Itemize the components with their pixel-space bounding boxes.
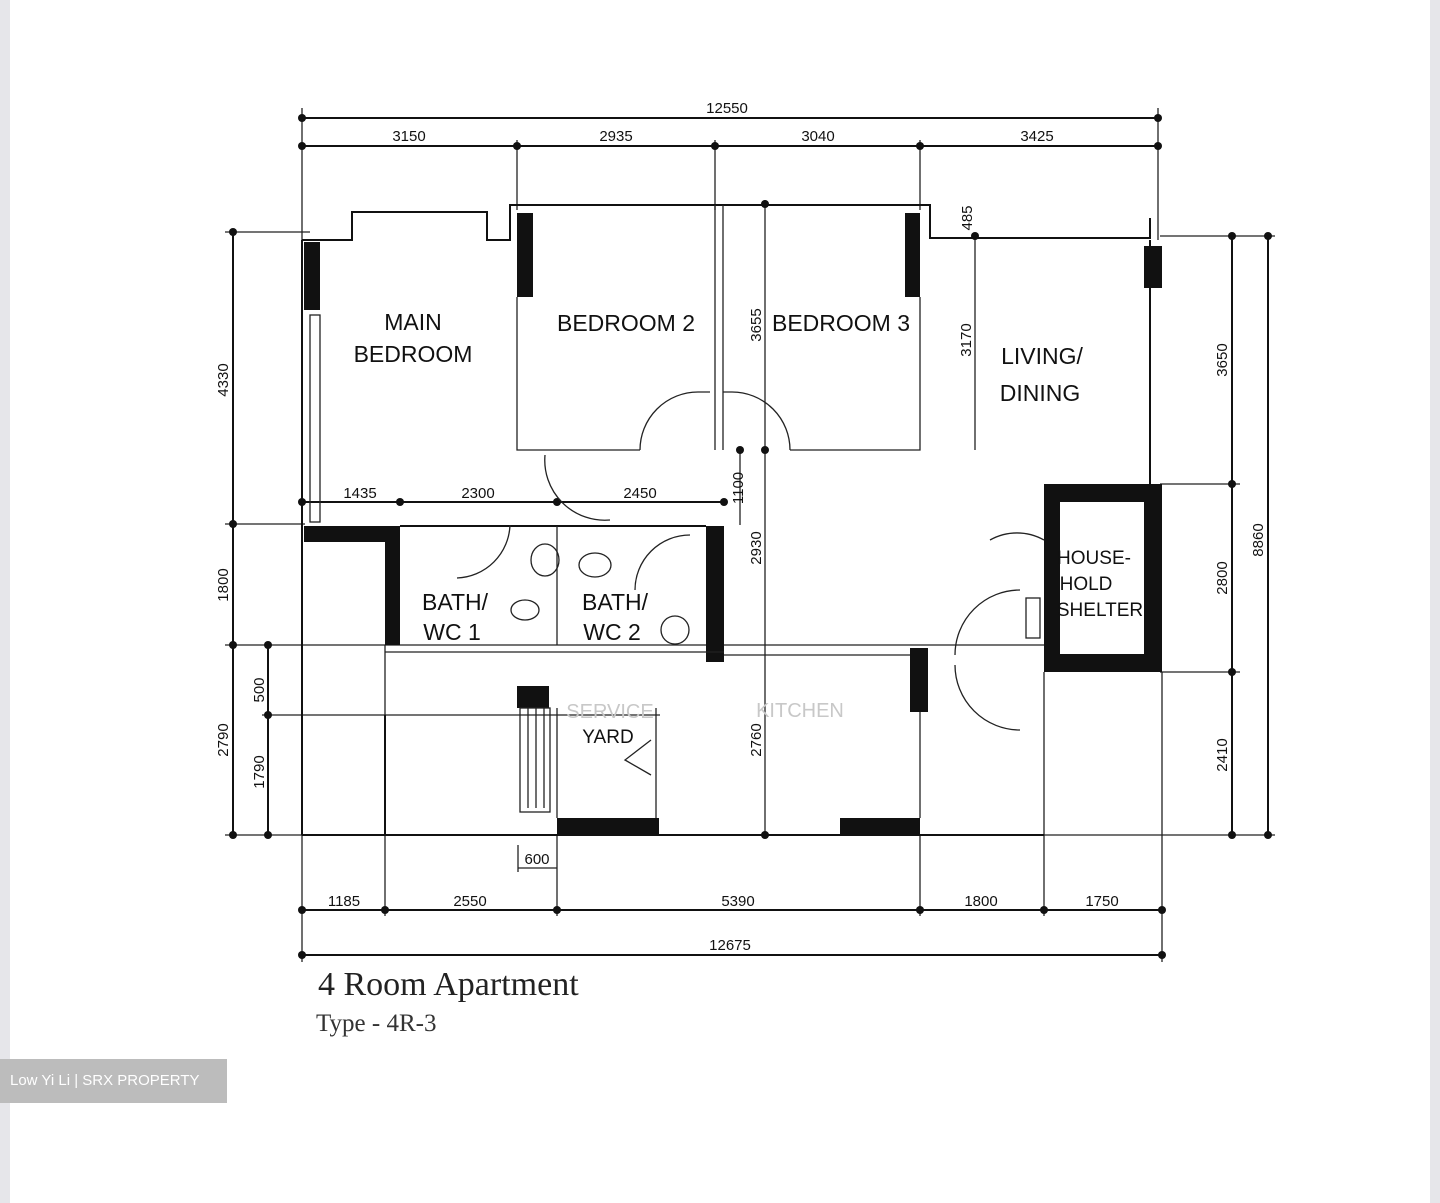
dim-bottom: 1750 [1085,893,1118,910]
dim-left-inner: 1790 [251,755,268,788]
dim-right: 2800 [1214,561,1231,594]
dim-top: 3150 [392,128,425,145]
dim-top-total: 12550 [706,100,748,117]
dimension-labels: 12550 3150 2935 3040 3425 4330 1800 2790… [215,100,1267,954]
room-shelter-line1: HOUSE- [1057,548,1131,569]
dim-right: 2410 [1214,738,1231,771]
dim-bottom-total: 12675 [709,937,751,954]
dim-top: 2935 [599,128,632,145]
room-bath2-line2: WC 2 [583,619,641,645]
room-shelter-line3: SHELTER [1057,600,1143,621]
dim-top: 3425 [1020,128,1053,145]
dim-internal-h: 1435 [343,485,376,502]
right-border [1430,0,1440,1203]
dim-internal-v: 2930 [748,531,765,564]
room-yard-line1: SERVICE [566,701,653,723]
dim-left: 4330 [215,363,232,396]
room-shelter-line2: HOLD [1060,574,1113,595]
dim-right-total: 8860 [1250,523,1267,556]
dim-left: 1800 [215,568,232,601]
dim-internal-v: 3655 [748,308,765,341]
walls [301,204,1162,836]
plan-type: Type - 4R-3 [316,1010,436,1037]
room-living-line1: LIVING/ [1001,343,1083,369]
dim-internal-v: 1100 [730,472,747,504]
dimension-dots [229,114,1272,959]
room-main-bedroom-line1: MAIN [384,309,442,335]
room-yard-line2: YARD [582,727,633,748]
dim-bottom: 2550 [453,893,486,910]
dim-internal-h: 2300 [461,485,494,502]
dim-left: 2790 [215,723,232,756]
room-bedroom-3: BEDROOM 3 [772,310,910,336]
watermark-label: Low Yi Li | SRX PROPERTY [0,1059,227,1103]
dim-internal-v: 2760 [748,723,765,756]
room-kitchen: KITCHEN [756,700,844,722]
room-bath2-line1: BATH/ [582,589,649,615]
dim-left-inner: 500 [251,677,268,702]
room-living-line2: DINING [1000,380,1081,406]
dim-internal-h: 2450 [623,485,656,502]
room-main-bedroom-line2: BEDROOM [354,341,473,367]
dim-internal-v: 485 [959,205,976,230]
room-bedroom-2: BEDROOM 2 [557,310,695,336]
room-bath1-line1: BATH/ [422,589,489,615]
dim-bottom: 1185 [328,893,360,910]
dim-internal-v: 3170 [958,323,975,356]
dim-right: 3650 [1214,343,1231,376]
dim-bottom-small: 600 [524,851,549,868]
dim-top: 3040 [801,128,834,145]
dim-bottom: 5390 [721,893,754,910]
left-border [0,0,10,1203]
room-labels: MAIN BEDROOM BEDROOM 2 BEDROOM 3 LIVING/… [354,309,1144,748]
room-bath1-line2: WC 1 [423,619,481,645]
dim-bottom: 1800 [964,893,997,910]
plan-title: 4 Room Apartment [318,966,579,1003]
